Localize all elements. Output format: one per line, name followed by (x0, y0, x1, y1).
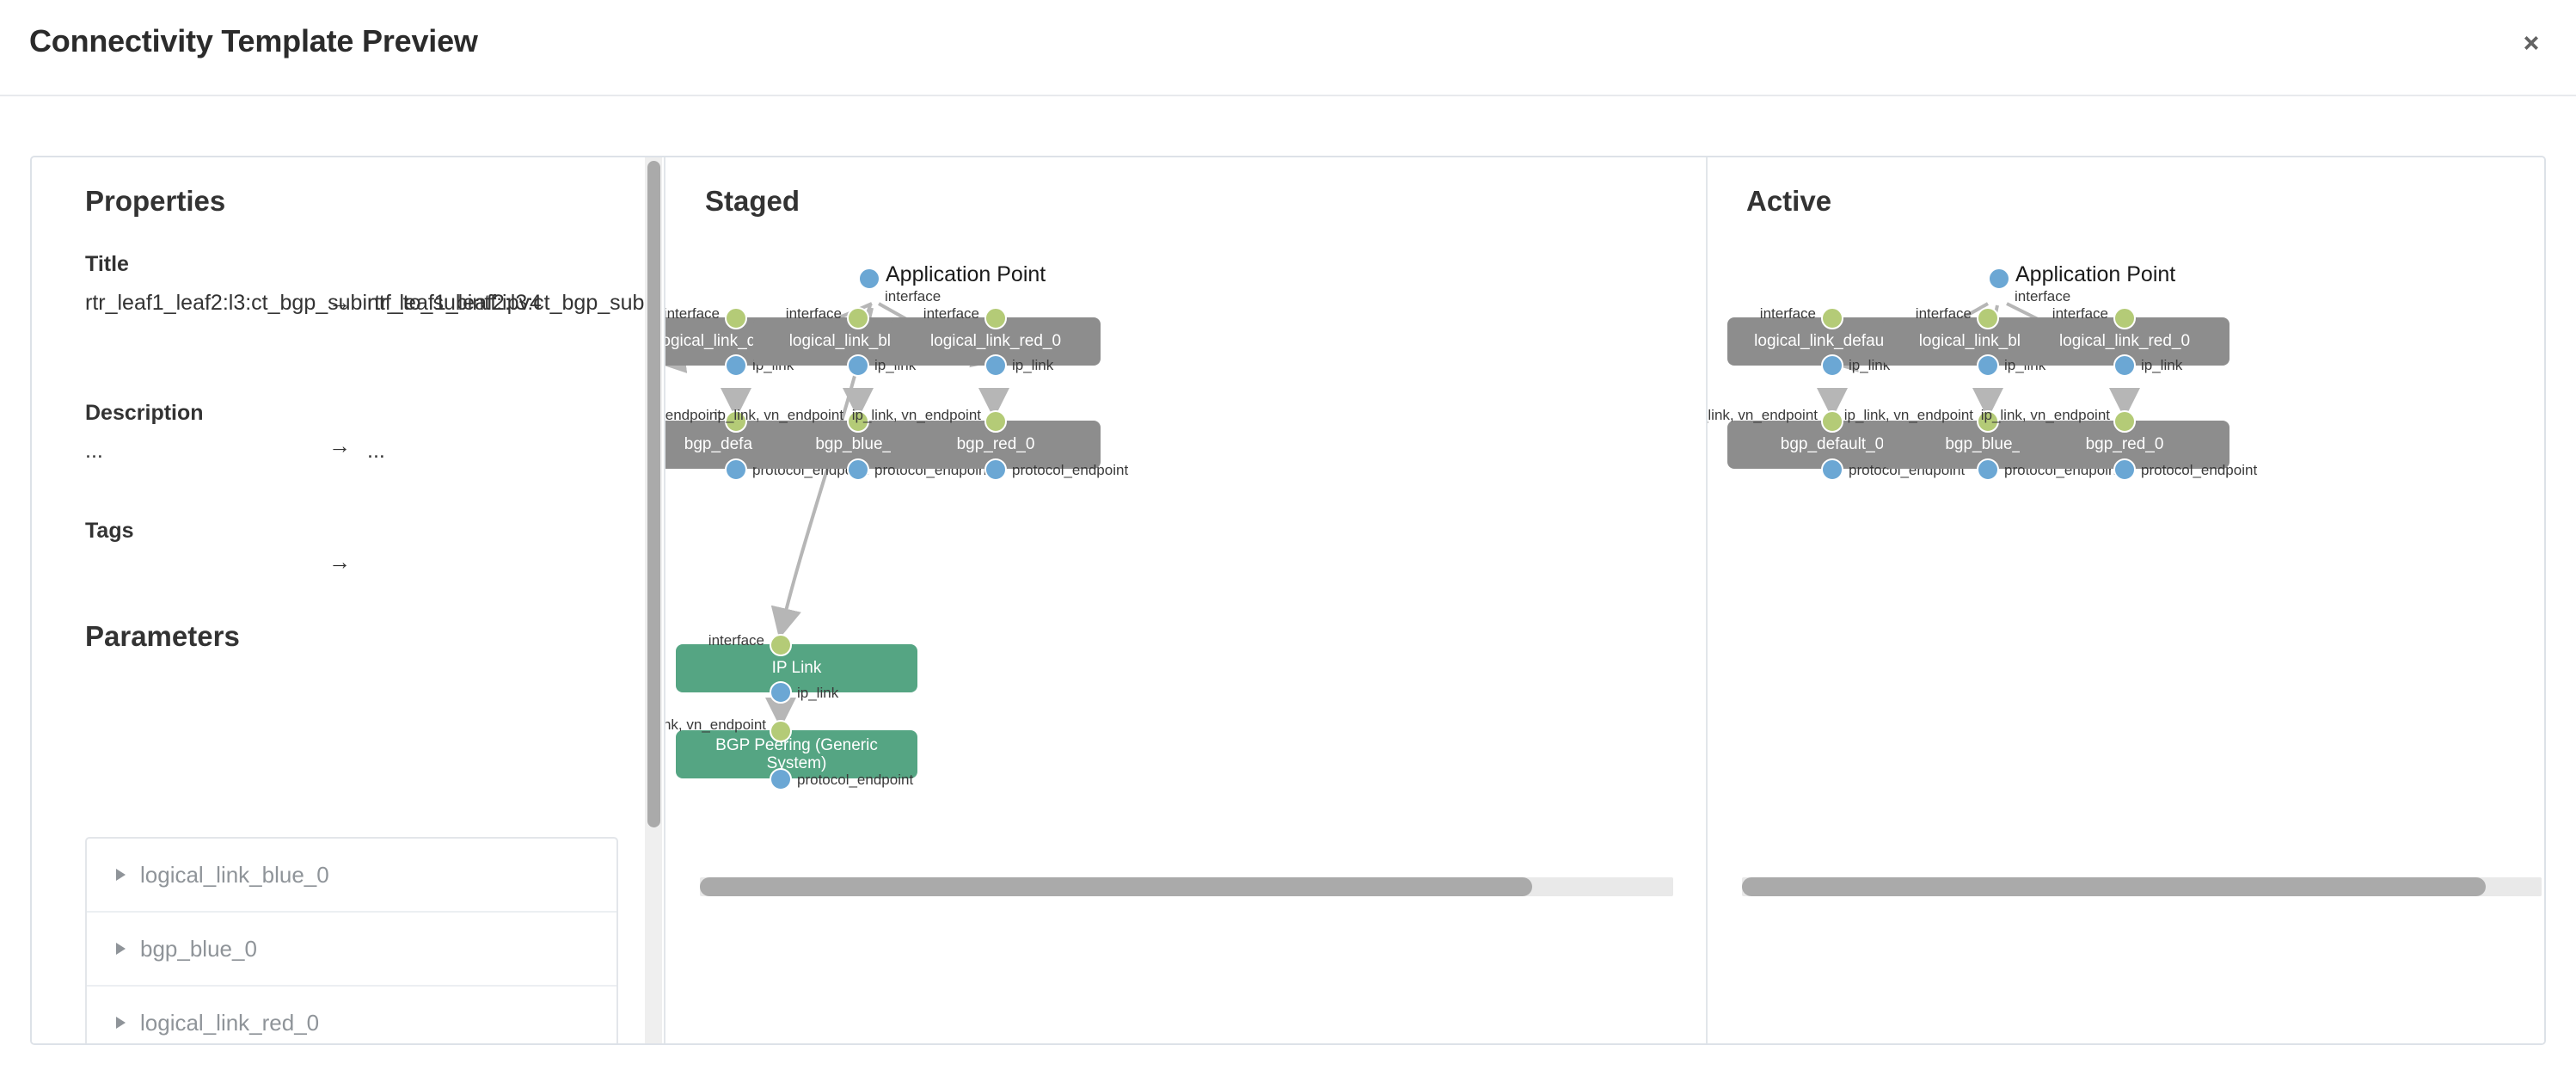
title-value-after: rtr_leaf1_leaf2:l3:ct_bgp_subintf_to_sub… (367, 291, 647, 315)
active-title: Active (1746, 185, 1832, 217)
staged-scrollbar-thumb[interactable] (700, 877, 1532, 896)
parameter-row-bgp-blue-0[interactable]: bgp_blue_0 (87, 913, 616, 987)
staged-bgp-in-label-blue: ip_link, vn_endpoint (714, 407, 843, 423)
staged-bgp-in-label-default: ip_link, vn_endpoint (665, 407, 721, 423)
dialog-header: Connectivity Template Preview (0, 0, 2576, 96)
staged-port-out-bgp-default-0[interactable] (725, 458, 747, 481)
active-application-point-dot[interactable] (1988, 268, 2010, 290)
title-arrow-icon: → (328, 289, 351, 315)
properties-heading: Properties (85, 185, 226, 217)
staged-port-in-logical-link-blue-0[interactable] (847, 307, 869, 329)
active-port-in-label-default: interface (1759, 305, 1816, 322)
staged-port-out-ip-link[interactable] (770, 681, 792, 704)
staged-port-in-bgp-red-0[interactable] (984, 410, 1007, 433)
chevron-right-icon (116, 1017, 126, 1029)
staged-edges (665, 302, 1009, 729)
staged-ip-link-in-label: interface (708, 632, 764, 649)
preview-card: Properties Title rtr_leaf1_leaf2:l3:ct_b… (30, 156, 2546, 1045)
parameter-row-logical-link-red-0[interactable]: logical_link_red_0 (87, 987, 616, 1043)
tags-label: Tags (85, 519, 134, 543)
pane-divider (664, 157, 665, 1043)
active-port-in-logical-link-default-0[interactable] (1821, 307, 1843, 329)
description-value-before: ... (85, 439, 103, 463)
staged-port-in-label-blue: interface (785, 305, 842, 322)
staged-bgp-in-label-red: ip_link, vn_endpoint (851, 407, 981, 423)
active-port-out-bgp-blue-0[interactable] (1977, 458, 1999, 481)
staged-application-point-port-label: interface (885, 288, 941, 304)
description-value-after: ... (367, 439, 385, 463)
parameter-label: logical_link_blue_0 (140, 861, 329, 888)
staged-port-out-logical-link-blue-0[interactable] (847, 354, 869, 377)
staged-application-point-dot[interactable] (858, 268, 880, 290)
staged-graph-pane: Staged (665, 157, 1708, 1043)
parameter-label: bgp_blue_0 (140, 935, 257, 962)
active-port-in-logical-link-red-0[interactable] (2113, 307, 2136, 329)
staged-port-out-label-red: ip_link (1012, 357, 1054, 373)
chevron-right-icon (116, 943, 126, 955)
properties-pane: Properties Title rtr_leaf1_leaf2:l3:ct_b… (32, 157, 647, 1043)
staged-port-out-bgp-red-0[interactable] (984, 458, 1007, 481)
active-port-out-label-default: ip_link (1849, 357, 1891, 373)
active-edges (1817, 302, 2140, 419)
active-application-point-port-label: interface (2015, 288, 2071, 304)
active-bgp-in-label-default: ip_link, vn_endpoint (1708, 407, 1818, 423)
staged-bgp-peering-in-label: ip_link, vn_endpoint (665, 716, 766, 733)
active-port-in-bgp-default-0[interactable] (1821, 410, 1843, 433)
staged-application-point-label: Application Point (886, 262, 1046, 286)
staged-node-bgp-peering-generic-system[interactable]: BGP Peering (Generic System) (676, 730, 917, 778)
staged-port-in-bgp-blue-0[interactable] (847, 410, 869, 433)
parameter-label: logical_link_red_0 (140, 1009, 320, 1036)
active-port-in-logical-link-blue-0[interactable] (1977, 307, 1999, 329)
active-bgp-in-label-red: ip_link, vn_endpoint (1980, 407, 2110, 423)
active-bgp-out-label-red: protocol_endpoint (2141, 462, 2258, 478)
active-bgp-in-label-blue: ip_link, vn_endpoint (1843, 407, 1973, 423)
active-port-out-bgp-default-0[interactable] (1821, 458, 1843, 481)
staged-ip-link-out-label: ip_link (797, 685, 839, 701)
parameters-list: logical_link_blue_0 bgp_blue_0 logical_l… (85, 837, 618, 1043)
staged-port-in-ip-link[interactable] (770, 634, 792, 656)
staged-bgp-out-label-red: protocol_endpoint (1012, 462, 1129, 478)
parameters-heading: Parameters (85, 620, 240, 652)
active-port-in-label-blue: interface (1915, 305, 1972, 322)
staged-port-in-logical-link-red-0[interactable] (984, 307, 1007, 329)
staged-port-in-label-red: interface (923, 305, 979, 322)
active-port-out-bgp-red-0[interactable] (2113, 458, 2136, 481)
staged-port-in-bgp-default-0[interactable] (725, 410, 747, 433)
active-graph-pane: Active Application Point interface logic… (1708, 157, 2544, 1043)
staged-port-in-logical-link-default-0[interactable] (725, 307, 747, 329)
active-scrollbar-thumb[interactable] (1742, 877, 2486, 896)
active-port-out-logical-link-default-0[interactable] (1821, 354, 1843, 377)
active-port-in-label-red: interface (2052, 305, 2108, 322)
tags-arrow-icon: → (328, 549, 351, 575)
staged-bgp-peering-out-label: protocol_endpoint (797, 772, 914, 788)
title-value-before: rtr_leaf1_leaf2:l3:ct_bgp_subintf_to_sub… (85, 291, 542, 315)
active-application-point-label: Application Point (2015, 262, 2176, 286)
parameter-row-logical-link-blue-0[interactable]: logical_link_blue_0 (87, 839, 616, 913)
graph-pane-separator (1706, 157, 1708, 1043)
staged-port-out-logical-link-red-0[interactable] (984, 354, 1007, 377)
staged-title: Staged (705, 185, 800, 217)
active-port-out-logical-link-blue-0[interactable] (1977, 354, 1999, 377)
close-icon[interactable] (2512, 24, 2550, 62)
active-port-in-bgp-red-0[interactable] (2113, 410, 2136, 433)
staged-port-out-logical-link-default-0[interactable] (725, 354, 747, 377)
staged-port-in-label-default: interface (665, 305, 720, 322)
staged-node-ip-link[interactable]: IP Link (676, 644, 917, 692)
title-label: Title (85, 252, 129, 276)
page-title: Connectivity Template Preview (29, 23, 478, 58)
properties-scrollbar-thumb[interactable] (647, 161, 660, 827)
active-port-in-bgp-blue-0[interactable] (1977, 410, 1999, 433)
active-port-out-label-red: ip_link (2141, 357, 2183, 373)
staged-port-out-bgp-blue-0[interactable] (847, 458, 869, 481)
active-port-out-logical-link-red-0[interactable] (2113, 354, 2136, 377)
description-label: Description (85, 401, 204, 425)
description-arrow-icon: → (328, 433, 351, 458)
staged-port-in-bgp-peering[interactable] (770, 720, 792, 742)
staged-port-out-bgp-peering[interactable] (770, 768, 792, 790)
chevron-right-icon (116, 869, 126, 881)
